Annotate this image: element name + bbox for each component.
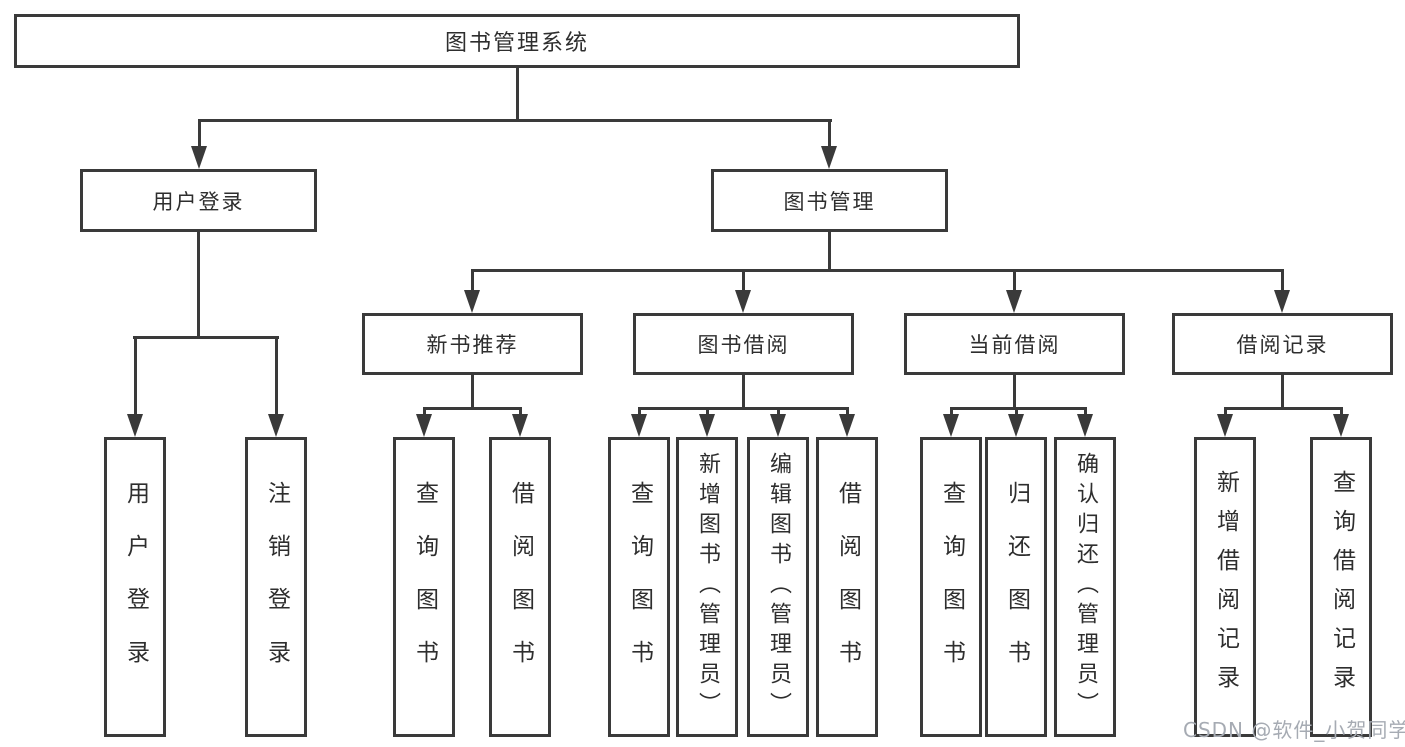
- node-book-management: 图书管理: [711, 169, 948, 232]
- leaf-query-borrow-record: 查询借阅记录: [1310, 437, 1372, 737]
- node-user-login: 用户登录: [80, 169, 317, 232]
- connector-book-borrow-bar: [637, 407, 849, 410]
- arrow-down-icon: [1274, 290, 1290, 313]
- connector-current-borrow-bar: [949, 407, 1087, 410]
- node-book-borrowing: 图书借阅: [633, 313, 854, 375]
- connector-drop-leaf: [776, 407, 780, 419]
- connector-borrow-records-stem: [1280, 375, 1284, 407]
- arrow-down-icon: [1217, 414, 1233, 437]
- arrow-down-icon: [735, 290, 751, 313]
- connector-drop-leaf: [705, 407, 709, 419]
- leaf-query-books: 查询图书: [393, 437, 455, 737]
- connector-drop-current-borrow: [1012, 269, 1016, 293]
- arrow-down-icon: [1008, 414, 1024, 437]
- connector-borrow-records-bar: [1223, 407, 1343, 410]
- connector-user-login-bar: [133, 336, 279, 339]
- node-new-book-recommend: 新书推荐: [362, 313, 583, 375]
- arrow-down-icon: [1006, 290, 1022, 313]
- arrow-down-icon: [416, 414, 432, 437]
- connector-drop-new-book-rec: [470, 269, 474, 293]
- leaf-query-books: 查询图书: [920, 437, 982, 737]
- node-library-system: 图书管理系统: [14, 14, 1020, 68]
- arrow-down-icon: [127, 414, 143, 437]
- leaf-confirm-return-admin: 确认归还（管理员）: [1054, 437, 1116, 737]
- connector-new-book-rec-bar: [422, 407, 522, 410]
- node-borrow-records: 借阅记录: [1172, 313, 1393, 375]
- arrow-down-icon: [631, 414, 647, 437]
- connector-drop-leaf: [422, 407, 426, 419]
- arrow-down-icon: [821, 146, 837, 169]
- leaf-edit-book-admin: 编辑图书（管理员）: [747, 437, 809, 737]
- node-current-borrowing: 当前借阅: [904, 313, 1125, 375]
- connector-drop-borrow-records: [1280, 269, 1284, 293]
- connector-drop-leaf: [1223, 407, 1227, 419]
- connector-drop-leaf-user-login: [133, 336, 137, 416]
- leaf-add-book-admin: 新增图书（管理员）: [676, 437, 738, 737]
- connector-drop-leaf: [845, 407, 849, 419]
- arrow-down-icon: [191, 146, 207, 169]
- arrow-down-icon: [943, 414, 959, 437]
- arrow-down-icon: [1333, 414, 1349, 437]
- connector-root-stem: [515, 68, 519, 122]
- connector-drop-book-borrow: [741, 269, 745, 293]
- watermark: CSDN @软件_小贺同学: [1183, 718, 1405, 742]
- connector-drop-leaf: [1339, 407, 1343, 419]
- connector-new-book-rec-stem: [470, 375, 474, 407]
- arrow-down-icon: [464, 290, 480, 313]
- arrow-down-icon: [512, 414, 528, 437]
- leaf-logout: 注销登录: [245, 437, 307, 737]
- connector-drop-book-mgmt: [827, 119, 831, 147]
- leaf-borrow-books: 借阅图书: [816, 437, 878, 737]
- connector-drop-leaf: [1014, 407, 1018, 419]
- leaf-user-login: 用户登录: [104, 437, 166, 737]
- arrow-down-icon: [268, 414, 284, 437]
- connector-current-borrow-stem: [1012, 375, 1016, 407]
- connector-drop-user-login: [197, 119, 201, 147]
- connector-drop-leaf: [518, 407, 522, 419]
- connector-book-mgmt-stem: [827, 232, 831, 272]
- arrow-down-icon: [1077, 414, 1093, 437]
- connector-drop-leaf: [1083, 407, 1087, 419]
- arrow-down-icon: [699, 414, 715, 437]
- connector-drop-leaf: [949, 407, 953, 419]
- arrow-down-icon: [770, 414, 786, 437]
- connector-book-borrow-stem: [741, 375, 745, 407]
- leaf-add-borrow-record: 新增借阅记录: [1194, 437, 1256, 737]
- leaf-return-book: 归还图书: [985, 437, 1047, 737]
- connector-drop-leaf: [637, 407, 641, 419]
- connector-drop-leaf-logout: [274, 336, 278, 416]
- leaf-borrow-books: 借阅图书: [489, 437, 551, 737]
- connector-level2-bar: [197, 119, 832, 122]
- connector-level3-bar: [470, 269, 1284, 272]
- arrow-down-icon: [839, 414, 855, 437]
- leaf-query-books: 查询图书: [608, 437, 670, 737]
- connector-user-login-stem: [197, 232, 200, 339]
